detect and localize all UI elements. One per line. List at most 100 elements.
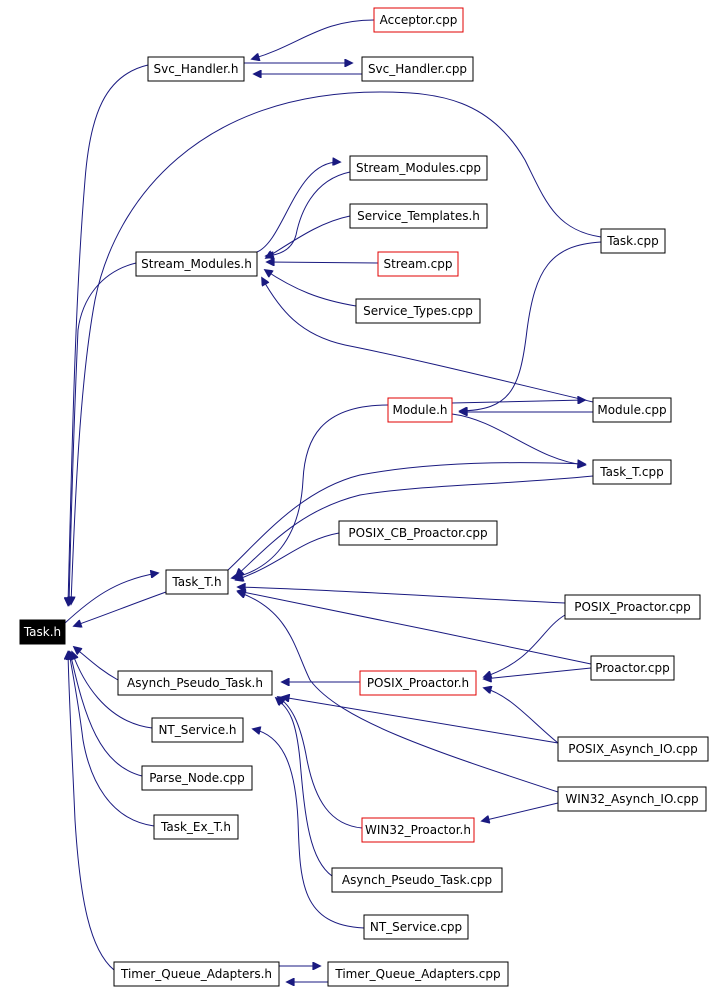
node-win32-asynch-io-cpp[interactable]: WIN32_Asynch_IO.cpp	[557, 786, 707, 812]
node-label: Service_Templates.h	[357, 209, 480, 223]
node-box	[363, 914, 469, 940]
node-posix-cb-proactor-cpp[interactable]: POSIX_CB_Proactor.cpp	[338, 520, 498, 546]
node-box	[557, 786, 707, 812]
node-label: Parse_Node.cpp	[149, 771, 245, 785]
node-nt-service-h[interactable]: NT_Service.h	[151, 717, 244, 743]
node-box	[387, 397, 453, 423]
node-box	[564, 594, 701, 620]
node-label: Service_Types.cpp	[363, 304, 473, 318]
node-posix-proactor-cpp[interactable]: POSIX_Proactor.cpp	[564, 594, 701, 620]
node-box	[373, 7, 464, 33]
edge-win32-proactor-h-to-asynch-pseudo-task-h	[278, 697, 363, 829]
node-asynch-pseudo-task-h[interactable]: Asynch_Pseudo_Task.h	[117, 670, 273, 696]
node-svc-handler-h[interactable]: Svc_Handler.h	[147, 56, 245, 82]
node-module-h[interactable]: Module.h	[387, 397, 453, 423]
node-box	[147, 56, 245, 82]
node-box	[151, 717, 244, 743]
node-label: Stream_Modules.cpp	[356, 161, 481, 175]
node-parse-node-cpp[interactable]: Parse_Node.cpp	[141, 765, 253, 791]
edge-asynch-pseudo-task-h-to-task-h	[74, 647, 119, 681]
node-box	[141, 765, 253, 791]
node-box	[592, 459, 672, 485]
node-label: Svc_Handler.cpp	[368, 62, 467, 76]
node-service-templates-h[interactable]: Service_Templates.h	[349, 203, 488, 229]
node-label: NT_Service.h	[158, 723, 236, 737]
node-label: POSIX_Asynch_IO.cpp	[568, 742, 698, 756]
node-label: POSIX_CB_Proactor.cpp	[348, 526, 487, 540]
edge-stream-cpp-to-stream-modules-h	[267, 262, 379, 263]
node-posix-proactor-h[interactable]: POSIX_Proactor.h	[359, 670, 477, 696]
edge-timer-queue-adapters-h-to-task-h	[68, 652, 115, 971]
edge-posix-proactor-cpp-to-posix-proactor-h	[484, 614, 566, 677]
node-label: WIN32_Proactor.h	[365, 823, 471, 837]
node-task-t-h[interactable]: Task_T.h	[165, 569, 229, 595]
node-acceptor-cpp[interactable]: Acceptor.cpp	[373, 7, 464, 33]
node-nt-service-cpp[interactable]: NT_Service.cpp	[363, 914, 469, 940]
node-task-h[interactable]: Task.h	[19, 619, 66, 645]
node-label: Task.cpp	[606, 234, 659, 248]
edge-asynch-pseudo-task-cpp-to-asynch-pseudo-task-h	[276, 698, 333, 877]
node-box	[592, 397, 672, 423]
node-box	[165, 569, 229, 595]
node-task-cpp[interactable]: Task.cpp	[600, 228, 666, 254]
edge-module-h-to-module-cpp	[451, 400, 585, 403]
node-proactor-cpp[interactable]: Proactor.cpp	[590, 655, 675, 681]
edge-win32-asynch-io-cpp-to-win32-proactor-h	[482, 802, 559, 821]
node-label: NT_Service.cpp	[370, 920, 462, 934]
node-box	[349, 203, 488, 229]
node-asynch-pseudo-task-cpp[interactable]: Asynch_Pseudo_Task.cpp	[331, 867, 503, 893]
edge-module-cpp-to-stream-modules-h	[262, 278, 594, 403]
edge-posix-asynch-io-cpp-to-asynch-pseudo-task-h	[282, 697, 559, 744]
node-label: Stream_Modules.h	[141, 257, 252, 271]
node-timer-queue-adapters-cpp[interactable]: Timer_Queue_Adapters.cpp	[327, 961, 509, 987]
node-box	[19, 619, 66, 645]
node-task-t-cpp[interactable]: Task_T.cpp	[592, 459, 672, 485]
edge-stream-modules-h-to-task-h	[69, 262, 137, 605]
node-box	[327, 961, 509, 987]
node-stream-modules-cpp[interactable]: Stream_Modules.cpp	[349, 155, 488, 181]
node-stream-cpp[interactable]: Stream.cpp	[377, 251, 459, 277]
node-stream-modules-h[interactable]: Stream_Modules.h	[135, 251, 258, 277]
edge-svc-handler-h-to-task-h	[68, 64, 149, 605]
node-box	[590, 655, 675, 681]
node-box	[153, 814, 239, 840]
node-box	[361, 817, 475, 843]
node-box	[361, 56, 474, 82]
edge-task-t-h-to-task-h	[74, 591, 167, 626]
node-service-types-cpp[interactable]: Service_Types.cpp	[355, 298, 481, 324]
edge-task-cpp-to-module-h	[460, 241, 602, 411]
edge-posix-asynch-io-cpp-to-posix-proactor-h	[484, 688, 559, 744]
node-label: POSIX_Proactor.h	[367, 676, 469, 690]
node-label: Asynch_Pseudo_Task.h	[127, 676, 263, 690]
node-label: Task_T.cpp	[599, 465, 663, 479]
node-module-cpp[interactable]: Module.cpp	[592, 397, 672, 423]
node-label: Module.cpp	[597, 403, 666, 417]
edge-task-ex-t-h-to-task-h	[69, 652, 155, 827]
edge-module-h-to-task-t-cpp	[451, 413, 585, 465]
edge-service-templates-h-to-stream-modules-h	[266, 215, 351, 258]
edge-proactor-cpp-to-posix-proactor-h	[484, 667, 592, 679]
node-box	[377, 251, 459, 277]
node-win32-proactor-h[interactable]: WIN32_Proactor.h	[361, 817, 475, 843]
edge-win32-asynch-io-cpp-to-task-t-h	[238, 592, 559, 793]
node-task-ex-t-h[interactable]: Task_Ex_T.h	[153, 814, 239, 840]
node-label: Asynch_Pseudo_Task.cpp	[342, 873, 492, 887]
node-box	[355, 298, 481, 324]
node-timer-queue-adapters-h[interactable]: Timer_Queue_Adapters.h	[113, 961, 280, 987]
node-svc-handler-cpp[interactable]: Svc_Handler.cpp	[361, 56, 474, 82]
node-box	[349, 155, 488, 181]
node-label: Timer_Queue_Adapters.cpp	[334, 967, 500, 981]
node-label: Module.h	[392, 403, 447, 417]
edge-task-t-h-to-task-t-cpp	[227, 463, 585, 571]
edge-parse-node-cpp-to-task-h	[70, 652, 143, 777]
edge-posix-cb-proactor-cpp-to-task-t-h	[236, 532, 340, 580]
node-label: Acceptor.cpp	[380, 13, 458, 27]
node-box	[600, 228, 666, 254]
edge-service-types-cpp-to-stream-modules-h	[265, 270, 357, 307]
edges	[65, 19, 602, 982]
node-posix-asynch-io-cpp[interactable]: POSIX_Asynch_IO.cpp	[557, 736, 709, 762]
node-label: WIN32_Asynch_IO.cpp	[565, 792, 698, 806]
edge-task-t-cpp-to-task-t-h	[236, 475, 594, 576]
node-label: Task_T.h	[171, 575, 221, 589]
